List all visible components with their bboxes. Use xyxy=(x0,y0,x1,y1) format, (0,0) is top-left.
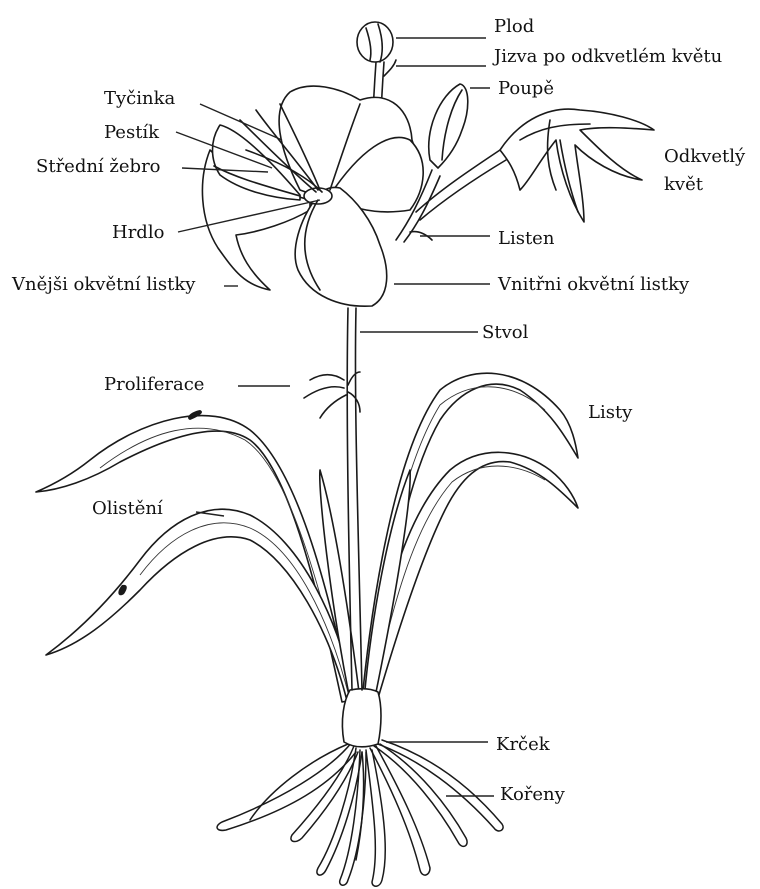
label-proliferace: Proliferace xyxy=(104,374,204,395)
label-odkvetly-1: Odkvetlý xyxy=(664,146,746,167)
label-listy: Listy xyxy=(588,402,633,423)
label-koreny: Kořeny xyxy=(500,784,566,805)
label-stvol: Stvol xyxy=(482,322,529,343)
label-stredni-zebro: Střední žebro xyxy=(36,156,161,177)
label-tycinka: Tyčinka xyxy=(104,88,176,109)
label-vnitrni: Vnitřni okvětní listky xyxy=(497,274,690,295)
label-olisteni: Olistění xyxy=(92,498,163,519)
label-odkvetly-2: květ xyxy=(664,174,704,195)
fruit-drawing xyxy=(357,22,393,62)
label-listen: Listen xyxy=(498,228,555,249)
spent-flower-drawing xyxy=(500,109,654,222)
label-jizva: Jizva po odkvetlém květu xyxy=(492,46,722,67)
bud-drawing xyxy=(429,84,468,168)
label-hrdlo: Hrdlo xyxy=(112,222,164,243)
label-plod: Plod xyxy=(494,16,534,37)
roots-drawing xyxy=(217,740,503,886)
leaves-drawing xyxy=(36,373,578,747)
label-poupe: Poupě xyxy=(498,78,554,99)
label-pestik: Pestík xyxy=(104,122,160,143)
label-vnejsi: Vnějši okvětní listky xyxy=(11,274,196,295)
label-krcek: Krček xyxy=(496,734,551,755)
